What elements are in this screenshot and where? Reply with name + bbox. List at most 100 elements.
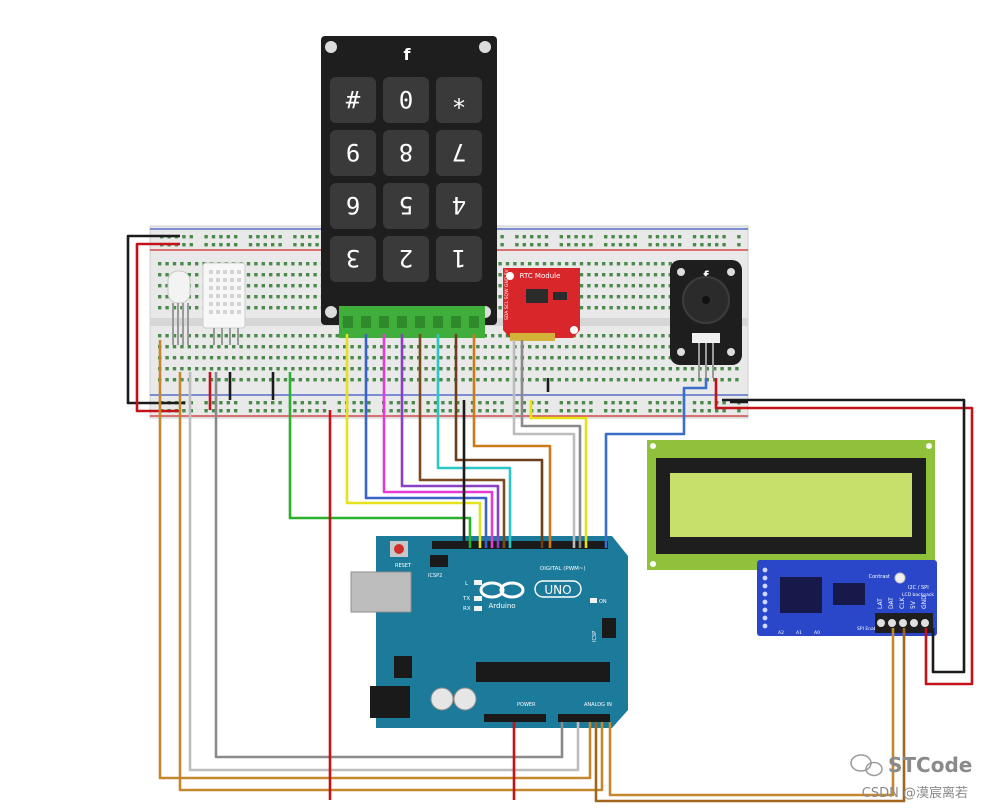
breadboard-hole: [476, 367, 480, 371]
breadboard-hole: [663, 409, 667, 413]
breadboard-hole: [254, 367, 258, 371]
breadboard-hole: [165, 356, 169, 360]
breadboard-hole: [387, 378, 391, 382]
dht-vent: [209, 278, 213, 282]
breadboard-hole: [587, 345, 591, 349]
breadboard-hole: [357, 378, 362, 382]
breadboard-hole: [187, 306, 191, 310]
breadboard-hole: [648, 235, 652, 239]
arduino-digital-label: DIGITAL (PWM~): [540, 566, 586, 572]
keypad-key: 6: [330, 183, 376, 229]
breadboard-hole: [602, 262, 606, 266]
breadboard-hole: [505, 356, 510, 360]
breadboard-hole: [219, 409, 223, 413]
breadboard-hole: [254, 334, 258, 338]
backpack-addr-a0: A0: [814, 630, 820, 636]
breadboard-hole: [542, 262, 547, 266]
breadboard-hole: [542, 378, 547, 382]
breadboard-hole: [639, 378, 643, 382]
breadboard-hole: [616, 334, 621, 338]
breadboard-hole: [626, 401, 630, 405]
breadboard-hole: [283, 378, 288, 382]
breadboard-hole: [653, 356, 658, 360]
breadboard-hole: [246, 367, 251, 371]
breadboard-hole: [618, 243, 623, 247]
breadboard-hole: [195, 295, 199, 299]
breadboard-hole: [670, 409, 674, 413]
breadboard-hole: [633, 409, 637, 413]
dht-vent: [230, 294, 234, 298]
breadboard-hole: [653, 367, 658, 371]
lcd-screen: [670, 473, 912, 537]
breadboard-hole: [528, 262, 532, 266]
breadboard-hole: [692, 243, 697, 247]
breadboard-hole: [668, 378, 672, 382]
breadboard-hole: [692, 401, 697, 405]
breadboard-hole: [359, 409, 364, 413]
breadboard-hole: [572, 345, 576, 349]
breadboard-hole: [158, 284, 162, 288]
breadboard-hole: [254, 306, 258, 310]
breadboard-hole: [306, 284, 310, 288]
breadboard-hole: [535, 345, 539, 349]
breadboard-hole: [602, 378, 606, 382]
breadboard-hole: [298, 345, 302, 349]
breadboard-hole: [542, 345, 547, 349]
breadboard-hole: [574, 409, 578, 413]
breadboard-hole: [254, 273, 258, 277]
breadboard-hole: [180, 367, 184, 371]
breadboard-hole: [522, 243, 526, 247]
breadboard-hole: [515, 401, 519, 405]
breadboard-hole: [195, 345, 199, 349]
breadboard-hole: [470, 409, 475, 413]
breadboard-hole: [567, 409, 571, 413]
breadboard-hole: [579, 345, 584, 349]
breadboard-hole: [291, 295, 295, 299]
breadboard-hole: [313, 262, 317, 266]
breadboard-hole: [692, 235, 697, 239]
breadboard-hole: [300, 235, 304, 239]
breadboard-hole: [313, 356, 317, 360]
wechat-icon: [850, 754, 883, 777]
arduino-model: UNO: [544, 583, 571, 597]
breadboard-hole: [372, 356, 376, 360]
breadboard-hole: [239, 345, 243, 349]
breadboard-hole: [195, 262, 199, 266]
breadboard-hole: [202, 356, 206, 360]
breadboard-hole: [246, 378, 251, 382]
arduino-led-rx: RX: [463, 606, 471, 612]
breadboard-hole: [306, 262, 310, 266]
breadboard-hole: [618, 401, 623, 405]
breadboard-hole: [182, 409, 186, 413]
breadboard-hole: [357, 356, 362, 360]
breadboard-hole: [661, 367, 665, 371]
breadboard-hole: [224, 345, 228, 349]
breadboard-hole: [624, 306, 628, 310]
breadboard-hole: [335, 345, 339, 349]
breadboard-hole: [692, 409, 697, 413]
breadboard-hole: [276, 284, 280, 288]
keypad-key-label: 8: [399, 138, 413, 166]
breadboard-hole: [631, 378, 635, 382]
breadboard-hole: [172, 345, 177, 349]
breadboard-hole: [246, 295, 251, 299]
breadboard-hole: [306, 345, 310, 349]
breadboard-hole: [172, 378, 177, 382]
breadboard-hole: [278, 409, 282, 413]
breadboard-hole: [618, 409, 623, 413]
breadboard-hole: [439, 378, 443, 382]
breadboard-hole: [424, 378, 428, 382]
breadboard-hole: [271, 401, 275, 405]
breadboard-hole: [254, 284, 258, 288]
breadboard-hole: [182, 235, 186, 239]
breadboard-hole: [357, 367, 362, 371]
breadboard-hole: [269, 306, 273, 310]
breadboard-hole: [439, 367, 443, 371]
breadboard-hole: [335, 334, 339, 338]
backpack-hole: [762, 607, 768, 613]
breadboard-hole: [700, 243, 704, 247]
breadboard-hole: [715, 235, 719, 239]
dht-vent: [237, 294, 241, 298]
breadboard-hole: [271, 243, 275, 247]
breadboard-hole: [380, 367, 384, 371]
